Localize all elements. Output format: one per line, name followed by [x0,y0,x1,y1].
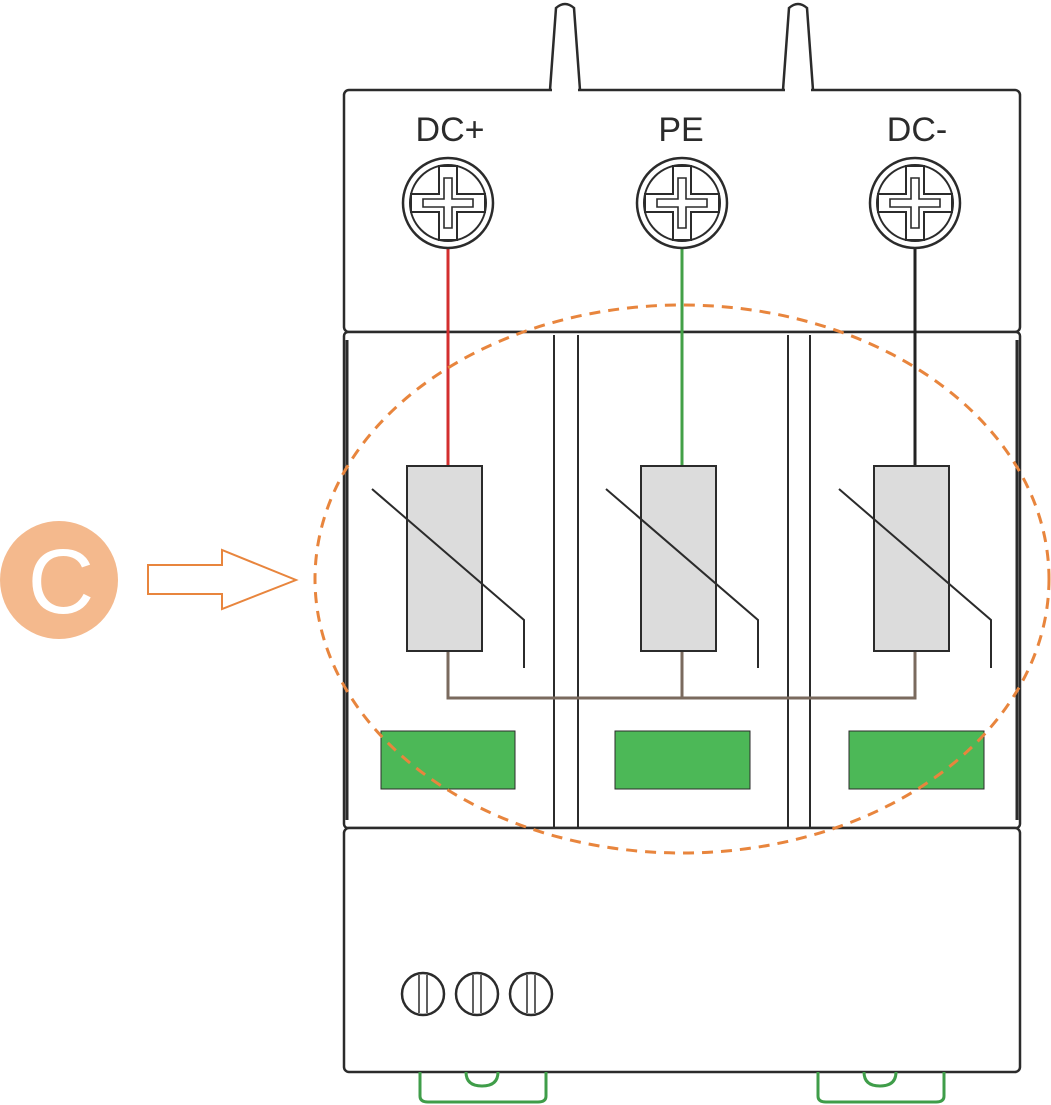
bottom-screw-2 [454,971,500,1017]
varistor-pe [605,465,759,668]
bottom-screw-3 [508,971,554,1017]
terminal-label-dc-plus: DC+ [416,111,485,149]
status-indicator-dc-plus [380,730,516,790]
post-gap-left [552,88,578,94]
terminal-label-pe: PE [658,111,703,149]
din-clip-left [418,1072,548,1104]
status-indicator-dc-minus [848,730,985,790]
din-clip-right [816,1072,946,1104]
callout-badge [0,521,118,639]
callout-arrow [147,548,299,611]
status-indicator-pe [614,730,751,790]
terminal-screw-dc-minus [868,156,962,250]
callout-badge-letter: C [28,531,94,633]
terminal-screw-pe [635,156,729,250]
channels [371,156,992,668]
varistor-dc-minus [838,465,992,668]
post-gap-right [785,88,811,94]
varistor-dc-plus [371,465,525,668]
terminal-label-dc-minus: DC- [887,111,947,149]
housing-bottom [342,826,1022,1074]
bottom-screw-1 [400,971,446,1017]
din-clip-left-hook [464,1071,500,1088]
terminal-screw-dc-plus [401,156,495,250]
highlight-ellipse [313,303,1051,855]
din-clip-right-hook [862,1071,898,1088]
